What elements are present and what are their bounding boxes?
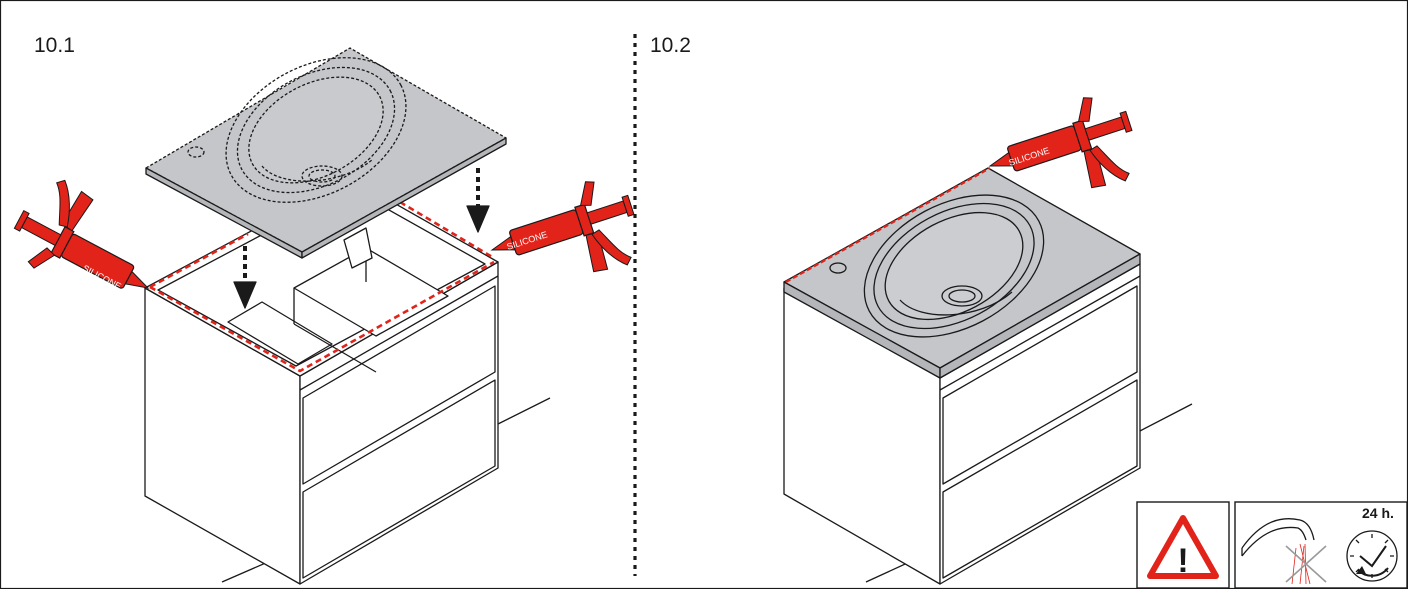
clock-icon	[1346, 530, 1398, 582]
warning-symbol: !	[1177, 542, 1188, 580]
step-number-10-2: 10.2	[650, 34, 691, 57]
silicone-gun-icon	[480, 170, 649, 304]
step-10-2-illustration	[783, 167, 1193, 585]
down-arrow-icon	[233, 246, 257, 309]
no-water-tap-icon	[1241, 518, 1327, 585]
vanity-with-countertop	[783, 167, 1141, 585]
warning-box: !	[1136, 501, 1230, 589]
warning-triangle-icon	[1147, 515, 1219, 579]
step-10-1-illustration	[144, 47, 551, 585]
cure-time-box: 24 h.	[1234, 501, 1408, 589]
down-arrow-icon	[466, 168, 490, 233]
step-number-10-1: 10.1	[34, 34, 75, 57]
cure-time-label: 24 h.	[1362, 505, 1394, 521]
countertop-with-basin	[145, 47, 507, 259]
